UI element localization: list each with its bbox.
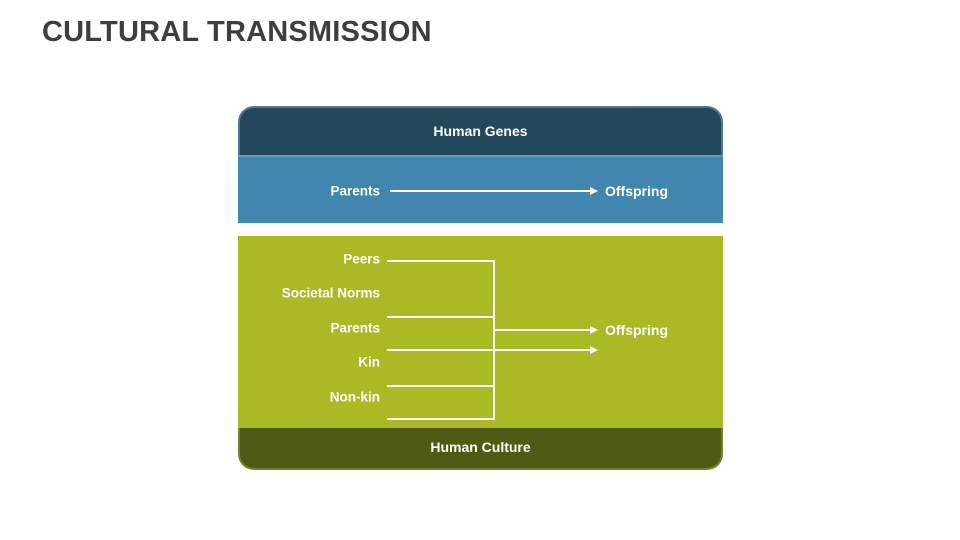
culture-source-kin: Kin xyxy=(358,354,380,370)
culture-connector-line-4 xyxy=(387,418,495,420)
culture-source-societal-norms: Societal Norms xyxy=(281,285,380,301)
genes-header-band: Human Genes xyxy=(238,106,723,155)
cultural-transmission-diagram: Human Genes Parents Offspring Peers Soci… xyxy=(238,106,723,470)
genes-source-label: Parents xyxy=(330,183,380,199)
genes-arrowhead-icon xyxy=(590,186,598,195)
genes-target-label: Offspring xyxy=(605,183,668,199)
culture-source-parents: Parents xyxy=(330,320,380,336)
culture-source-non-kin: Non-kin xyxy=(329,389,380,405)
culture-bracket-line xyxy=(493,260,495,420)
genes-body-band: Parents Offspring xyxy=(238,155,723,223)
culture-body-band: Peers Societal Norms Parents Kin Non-kin… xyxy=(238,236,723,428)
culture-footer-band: Human Culture xyxy=(238,428,723,470)
culture-connector-line-1 xyxy=(387,260,495,262)
culture-connector-line-2 xyxy=(387,316,495,318)
culture-source-peers: Peers xyxy=(343,251,380,267)
culture-arrow-line-lower xyxy=(387,349,590,351)
culture-arrowhead-lower-icon xyxy=(590,345,598,354)
culture-connector-line-3 xyxy=(387,385,495,387)
slide-title: CULTURAL TRANSMISSION xyxy=(42,16,432,48)
culture-arrow-line-upper xyxy=(493,329,590,331)
culture-arrowhead-upper-icon xyxy=(590,325,598,334)
genes-connector-line xyxy=(390,190,590,192)
culture-target-label: Offspring xyxy=(605,322,668,338)
panel-gap xyxy=(238,223,723,236)
